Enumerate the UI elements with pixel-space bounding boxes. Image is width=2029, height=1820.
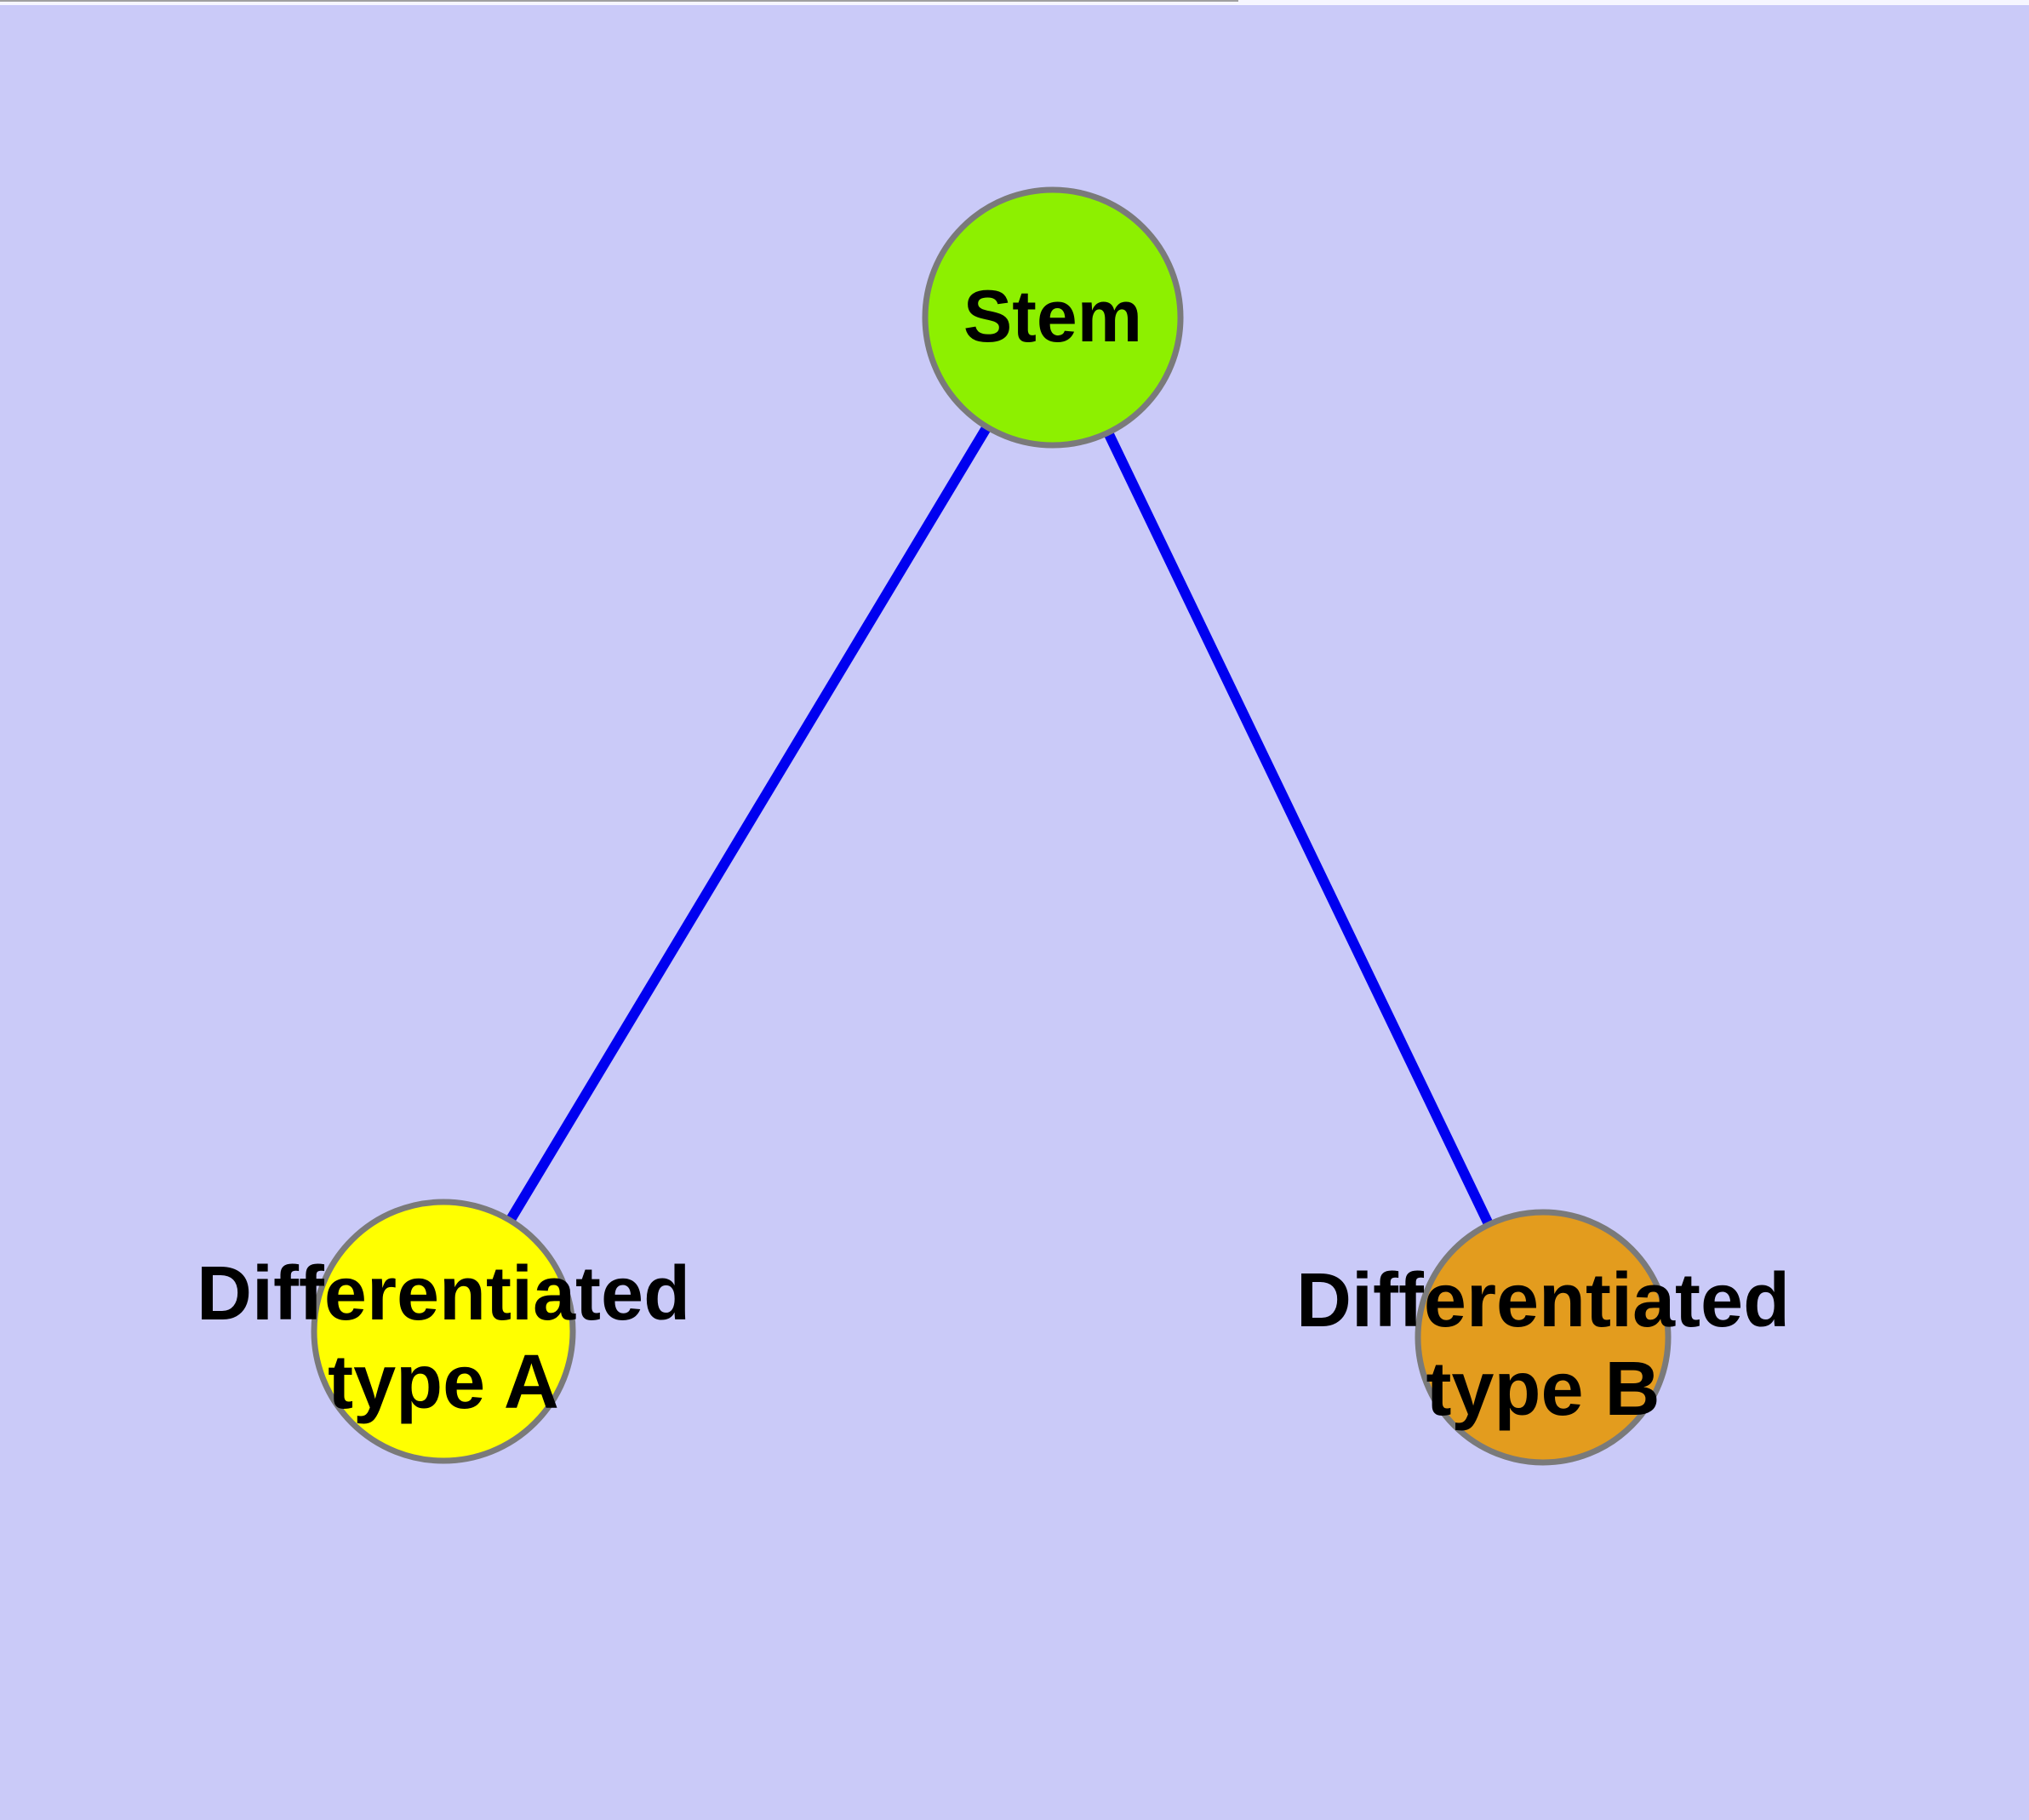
differentiated-type-a-node [311,1199,576,1464]
edge-stem-to-type-a [438,314,1058,1335]
differentiated-type-a-label-line2: type A [328,1340,559,1425]
stem-node-label: Stem [963,276,1143,358]
window-top-edge-line [0,0,1238,2]
differentiated-type-b-label-line1: Differentiated [1295,1258,1791,1343]
differentiated-type-a-label-line1: Differentiated [196,1251,691,1336]
stem-node [922,186,1184,449]
edge-stem-to-type-b [1048,315,1548,1340]
differentiated-type-b-node [1415,1209,1672,1466]
differentiated-type-b-label-line2: type B [1426,1347,1660,1432]
differentiated-type-a-label: Differentiated type A [197,1250,690,1427]
differentiated-type-b-label: Differentiated type B [1296,1256,1790,1434]
window-top-strip [0,0,2029,5]
